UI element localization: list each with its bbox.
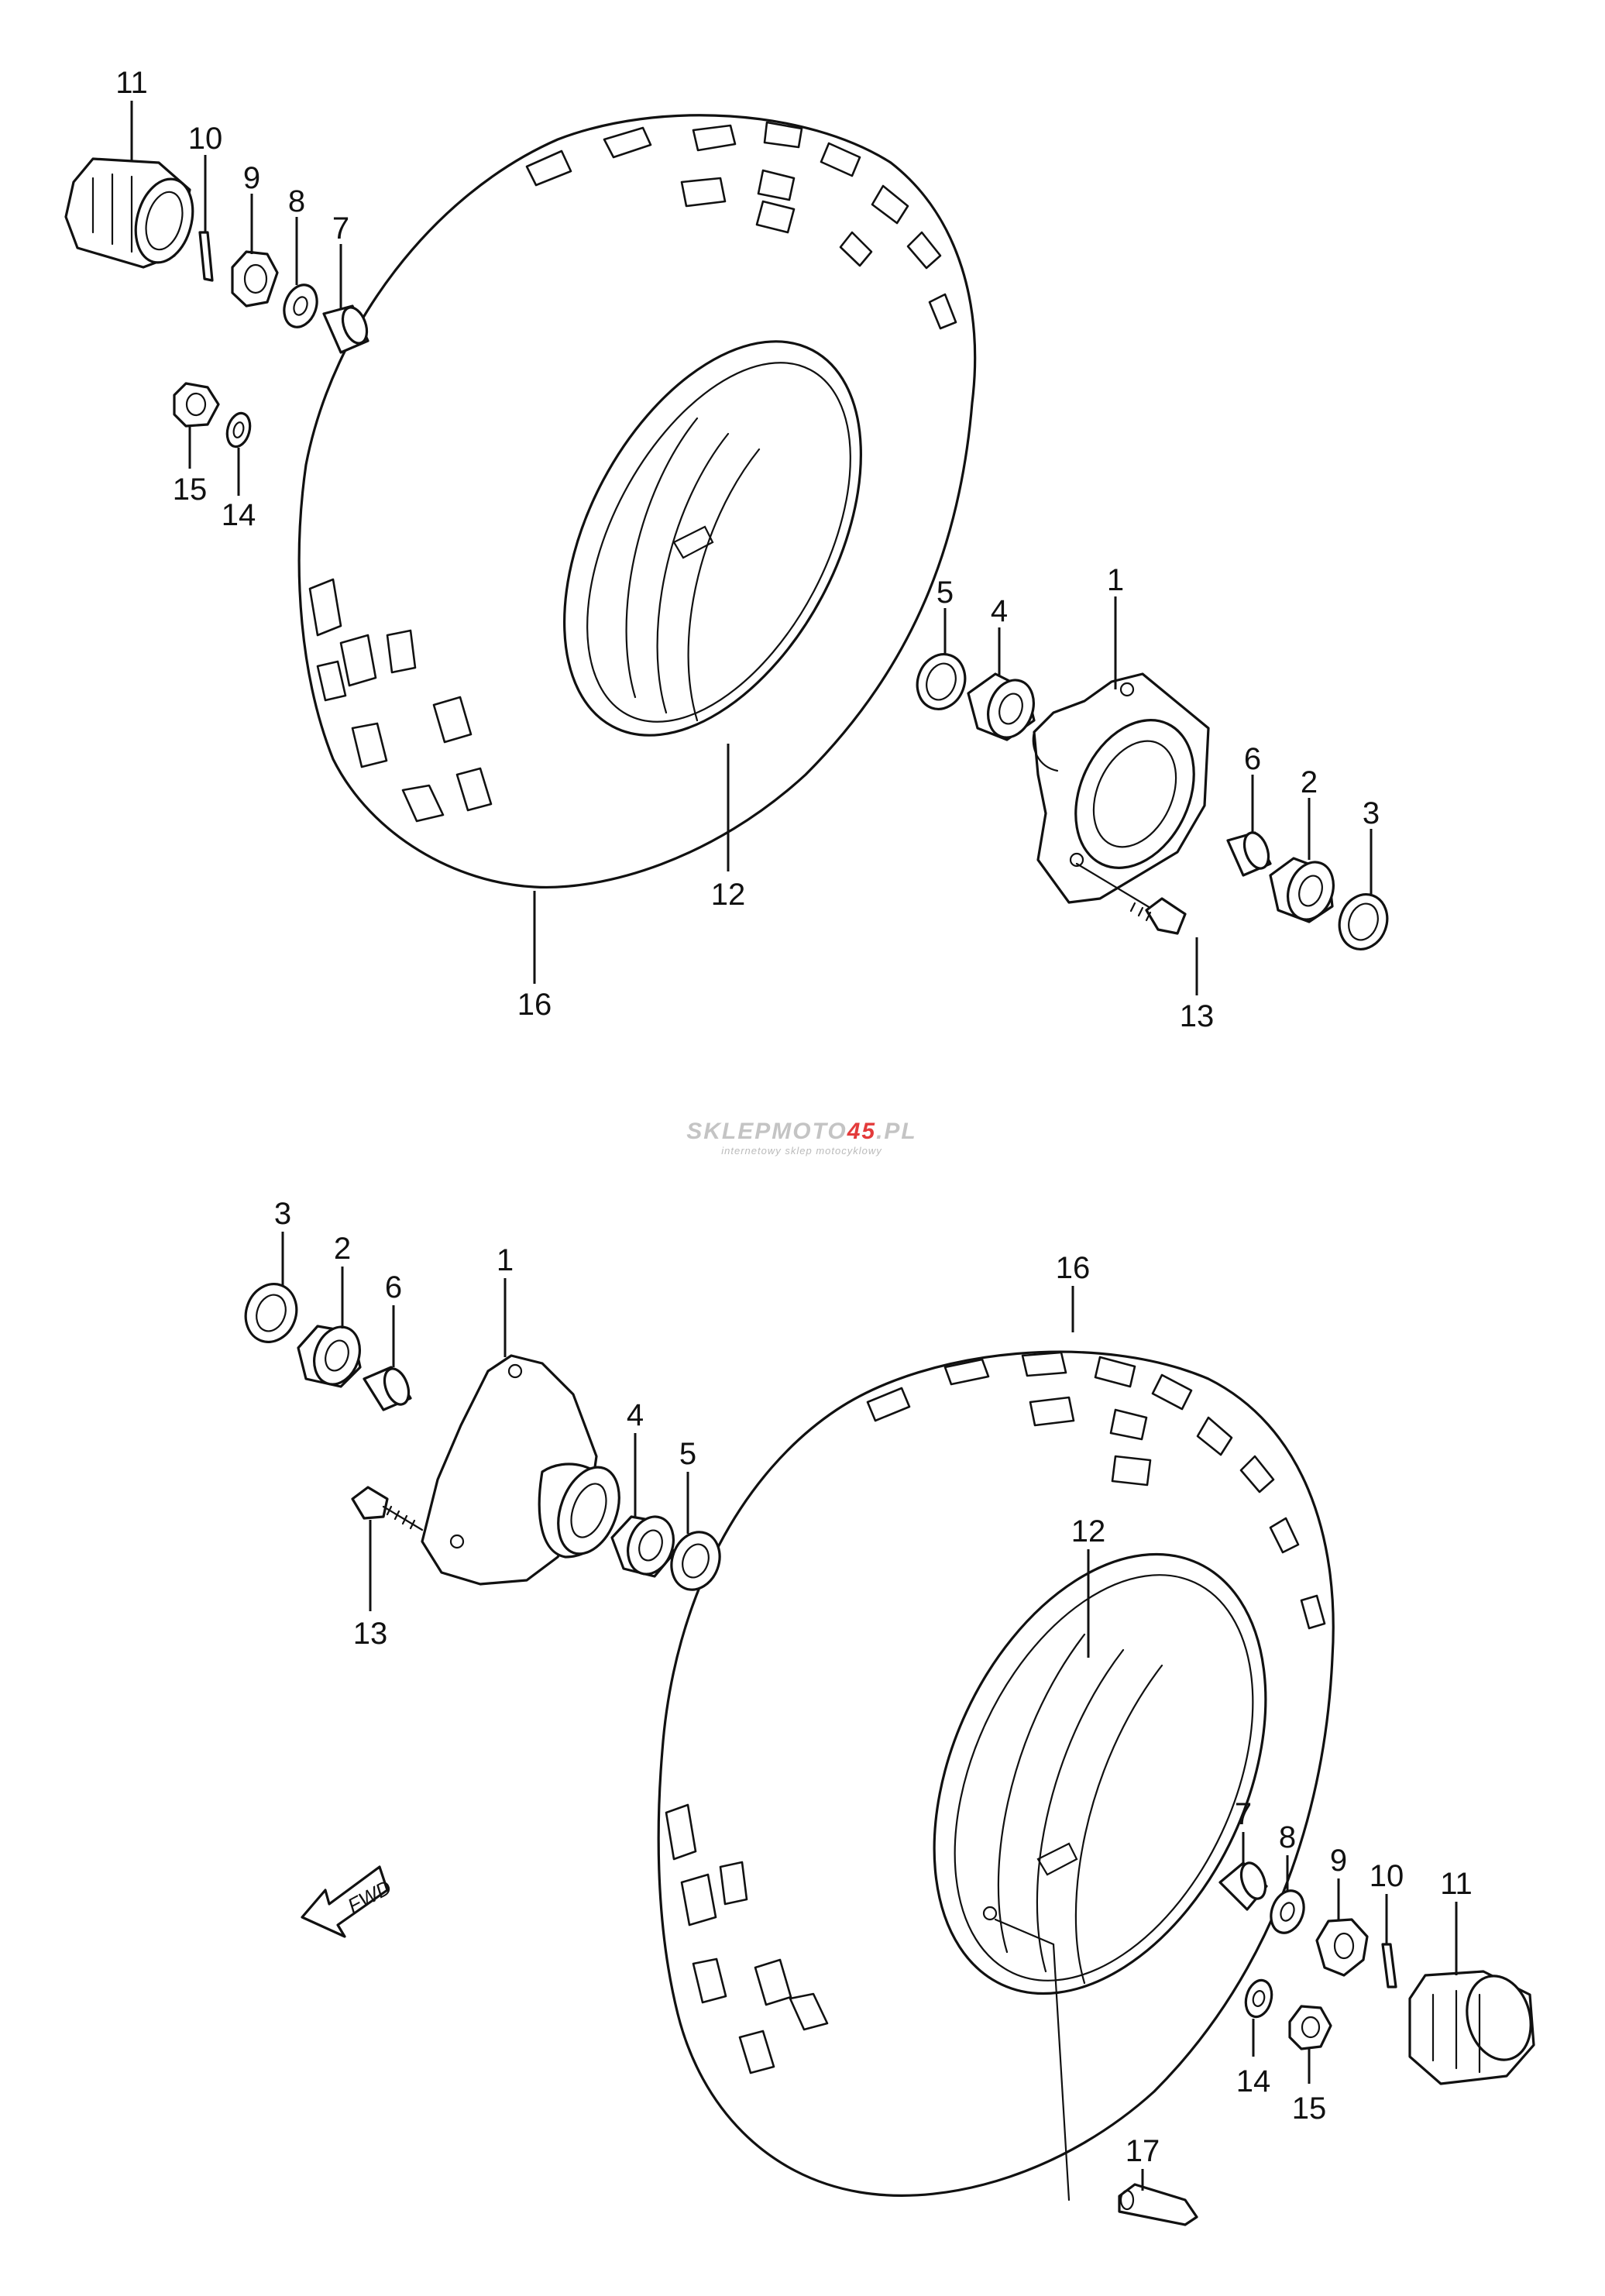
bottom-callout-13: 13 [353,1617,388,1651]
top-callout-13: 13 [1180,999,1215,1033]
bottom-part-17-valve [1118,2183,1198,2226]
top-callout-12: 12 [711,878,746,912]
top-leader-lines [130,101,1373,995]
top-part-1-hub [1032,672,1210,904]
bottom-callout-10: 10 [1370,1859,1404,1893]
fwd-direction-arrow: FWD [301,1865,395,1938]
bottom-callout-17: 17 [1126,2134,1160,2168]
bottom-callout-14: 14 [1236,2064,1271,2098]
bottom-callout-12: 12 [1071,1514,1106,1548]
bottom-tire [657,1350,1335,2201]
top-callout-8: 8 [288,184,305,218]
watermark: SKLEPMOTO45.PL internetowy sklep motocyk… [686,1119,917,1157]
bottom-callout-8: 8 [1279,1820,1296,1854]
bottom-part-14-washer [1244,1978,1273,2019]
bottom-part-3-seal [244,1283,298,1343]
top-callout-10: 10 [188,122,223,156]
top-part-6-collar [1226,831,1272,877]
bottom-callout-6: 6 [385,1270,402,1304]
top-callout-2: 2 [1301,765,1318,799]
top-callout-16: 16 [517,988,552,1022]
top-callout-3: 3 [1363,796,1380,830]
bottom-callout-3: 3 [274,1197,291,1231]
top-part-15-nut [173,382,220,428]
bottom-callout-1: 1 [497,1243,514,1277]
top-assembly: 11 10 9 8 7 15 14 5 4 1 6 2 3 13 12 16 [64,66,1389,1033]
bottom-leader-lines [281,1232,1458,2191]
bottom-part-5-seal [670,1531,721,1591]
bottom-callout-numbers: 3 2 6 1 4 5 13 16 12 7 8 9 10 11 14 15 1… [274,1197,1473,2168]
top-part-5-seal [916,653,967,710]
bottom-part-6-collar [363,1366,412,1411]
bottom-callout-16: 16 [1056,1251,1091,1285]
top-part-4-bearing [967,672,1036,741]
top-part-14-washer [225,411,252,449]
bottom-part-8-washer [1270,1889,1305,1934]
top-tire [297,114,977,889]
bottom-assembly: FWD 3 2 6 1 4 [244,1197,1535,2226]
top-part-3-seal [1338,893,1389,950]
top-callout-5: 5 [937,576,954,610]
bottom-part-15-nut [1288,2005,1332,2050]
top-part-9-nut [231,250,279,308]
top-callout-7: 7 [332,211,349,246]
top-callout-9: 9 [243,161,260,195]
bottom-part-2-bearing [297,1325,362,1388]
bottom-part-13-bolt [351,1486,424,1531]
bottom-callout-4: 4 [627,1398,644,1432]
top-part-11-cap [64,157,194,269]
watermark-brand: SKLEPMOTO45.PL [686,1119,917,1144]
bottom-callout-5: 5 [679,1437,696,1471]
bottom-part-1-hub [421,1354,620,1586]
top-callout-15: 15 [173,473,208,507]
top-part-7-collar [322,304,369,354]
top-part-10-pin [198,231,214,282]
top-callout-1: 1 [1107,563,1124,597]
bottom-part-10-pin [1381,1943,1397,1988]
top-part-13-bolt [1075,862,1187,935]
bottom-part-9-nut [1315,1918,1369,1977]
bottom-callout-7: 7 [1235,1797,1252,1831]
bottom-part-11-cap [1408,1970,1535,2085]
top-callout-6: 6 [1244,742,1261,776]
bottom-callout-15: 15 [1292,2091,1327,2126]
bottom-callout-2: 2 [334,1232,351,1266]
top-part-8-washer [283,284,318,328]
watermark-tagline: internetowy sklep motocyklowy [721,1145,882,1157]
top-part-2-bearing [1269,857,1335,923]
top-callout-numbers: 11 10 9 8 7 15 14 5 4 1 6 2 3 13 12 16 [115,66,1380,1033]
top-callout-4: 4 [991,594,1008,628]
top-callout-14: 14 [222,498,256,532]
bottom-callout-11: 11 [1440,1867,1473,1901]
bottom-callout-9: 9 [1330,1844,1347,1878]
top-callout-11: 11 [115,66,148,100]
bottom-part-7-collar [1218,1861,1268,1911]
